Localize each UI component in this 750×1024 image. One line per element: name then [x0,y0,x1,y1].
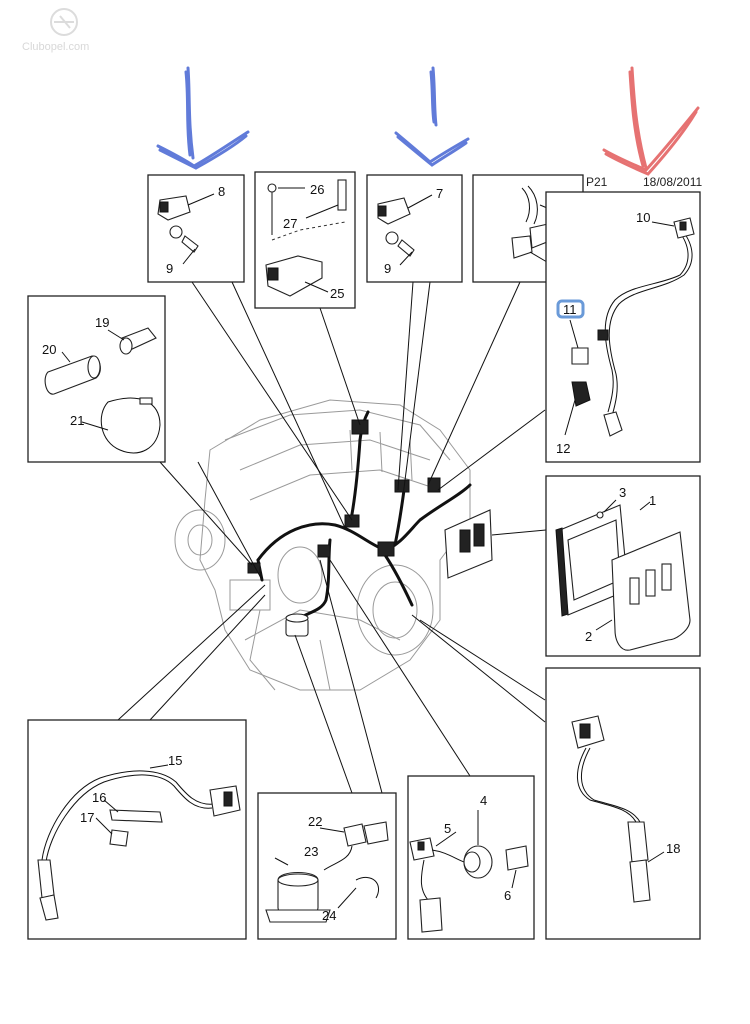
callout-11-highlight [556,299,585,319]
callout-26: 26 [310,182,324,197]
box-camshaft-sensor-right: 7 9 [366,174,463,283]
callout-4: 4 [480,793,487,808]
box-crankshaft-sensor: 22 23 24 [257,792,397,940]
callout-8: 8 [218,184,225,199]
callout-24: 24 [322,908,336,923]
callout-1: 1 [649,493,656,508]
callout-19: 19 [95,315,109,330]
callout-10: 10 [636,210,650,225]
diagram-date: 18/08/2011 [643,175,702,189]
box-oxygen-sensor-upper: 10 11 12 [545,191,701,463]
callout-5: 5 [444,821,451,836]
box-camshaft-sensor-left: 8 9 [147,174,245,283]
callout-15: 15 [168,753,182,768]
callout-25: 25 [330,286,344,301]
installed-crank-sensor [285,613,309,637]
box-knock-sensor-lower: 4 5 6 [407,775,535,940]
box-knock-sensor: 19 20 21 [27,295,166,463]
arrow-right-annotation [602,66,700,176]
leader-lines [117,281,547,794]
watermark-logo-icon [50,8,78,36]
callout-20: 20 [42,342,56,357]
callout-16: 16 [92,790,106,805]
box-oxygen-sensor-18: 18 [545,667,701,940]
callout-11: 11 [563,302,577,317]
callout-3: 3 [619,485,626,500]
callout-21: 21 [70,413,84,428]
watermark: Clubopel.com [22,8,89,53]
callout-27: 27 [283,216,297,231]
callout-6: 6 [504,888,511,903]
callout-9-left: 9 [166,261,173,276]
engine-illustration [174,399,471,691]
wiring-harness [247,410,472,620]
callout-7: 7 [436,186,443,201]
box-map-sensor: 26 27 25 [254,171,356,309]
callout-12: 12 [556,441,570,456]
box-oxygen-sensor-lower: 15 16 17 [27,719,247,940]
callout-17: 17 [80,810,94,825]
callout-18: 18 [666,841,680,856]
callout-2: 2 [585,629,592,644]
callout-22: 22 [308,814,322,829]
callout-9-right: 9 [384,261,391,276]
engine-ecu [444,509,493,579]
arrow-left-annotation [156,66,250,170]
watermark-text: Clubopel.com [22,41,89,53]
box-control-unit: 3 1 2 [545,475,701,657]
arrow-middle-annotation [394,66,470,167]
page-code: P21 [586,175,608,189]
callout-23: 23 [304,844,318,859]
